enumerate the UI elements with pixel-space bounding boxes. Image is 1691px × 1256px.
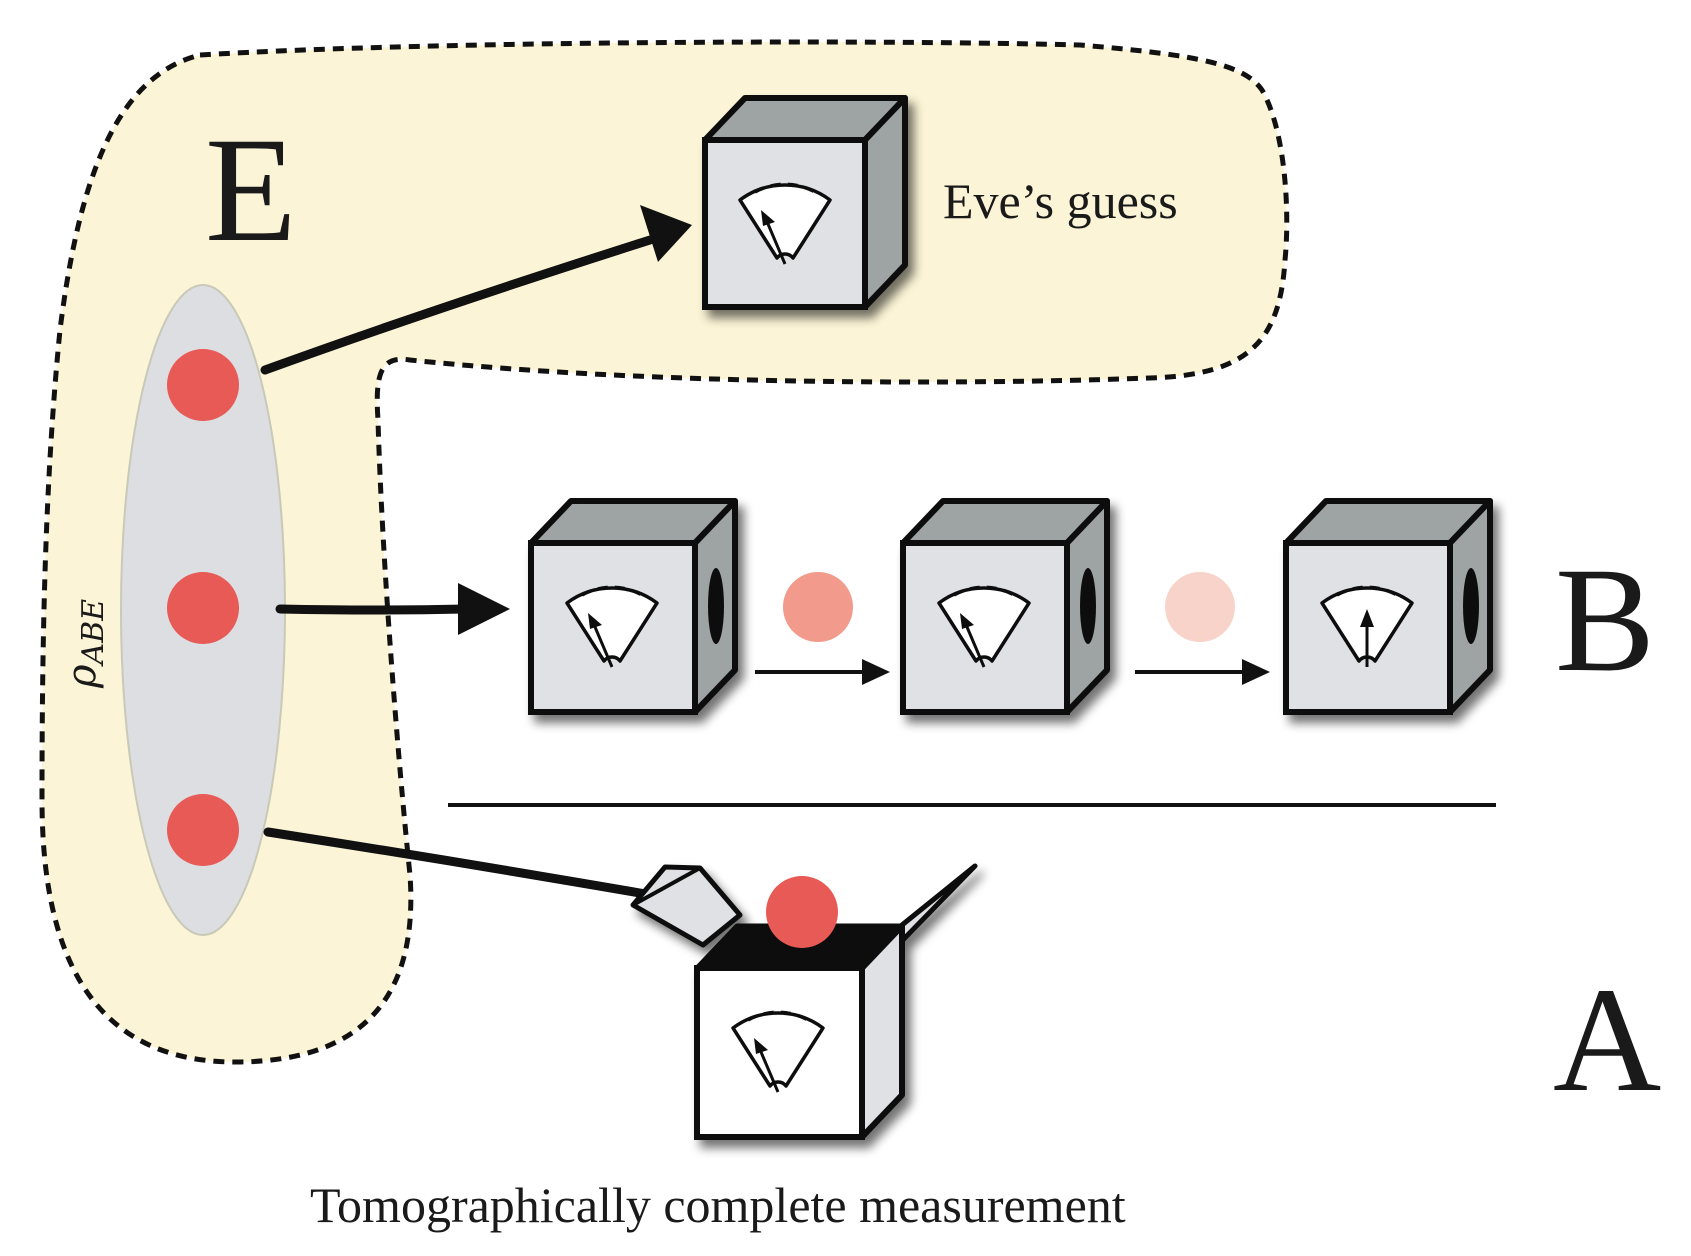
particle-alice — [766, 876, 838, 948]
bob-measurement-box-3 — [1283, 498, 1493, 715]
bob-region-label: B — [1555, 537, 1655, 703]
alice-region-label: A — [1553, 957, 1661, 1123]
state-symbol: ρ — [59, 664, 105, 689]
arrow-bob-1-to-2 — [755, 659, 890, 685]
particle-a — [167, 794, 239, 866]
arrow-to-bob — [275, 583, 510, 635]
particle-bob-after-2 — [1165, 572, 1235, 642]
eve-region-label: E — [205, 107, 297, 273]
arrow-to-eve — [260, 205, 692, 375]
eve-region — [39, 39, 1290, 1065]
particle-b — [167, 572, 239, 644]
bob-measurement-box-2 — [900, 498, 1110, 715]
bob-measurement-box-1 — [528, 498, 738, 715]
arrow-bob-2-to-3 — [1135, 659, 1270, 685]
alice-caption: Tomographically complete measurement — [310, 1177, 1126, 1233]
particle-bob-after-1 — [783, 572, 853, 642]
alice-measurement-box — [630, 863, 978, 1140]
eve-guess-label: Eve’s guess — [943, 173, 1178, 229]
state-subscript: ABE — [76, 599, 111, 668]
particle-e — [167, 349, 239, 421]
eve-measurement-box — [702, 95, 908, 310]
state-label: ρABE — [59, 599, 111, 689]
